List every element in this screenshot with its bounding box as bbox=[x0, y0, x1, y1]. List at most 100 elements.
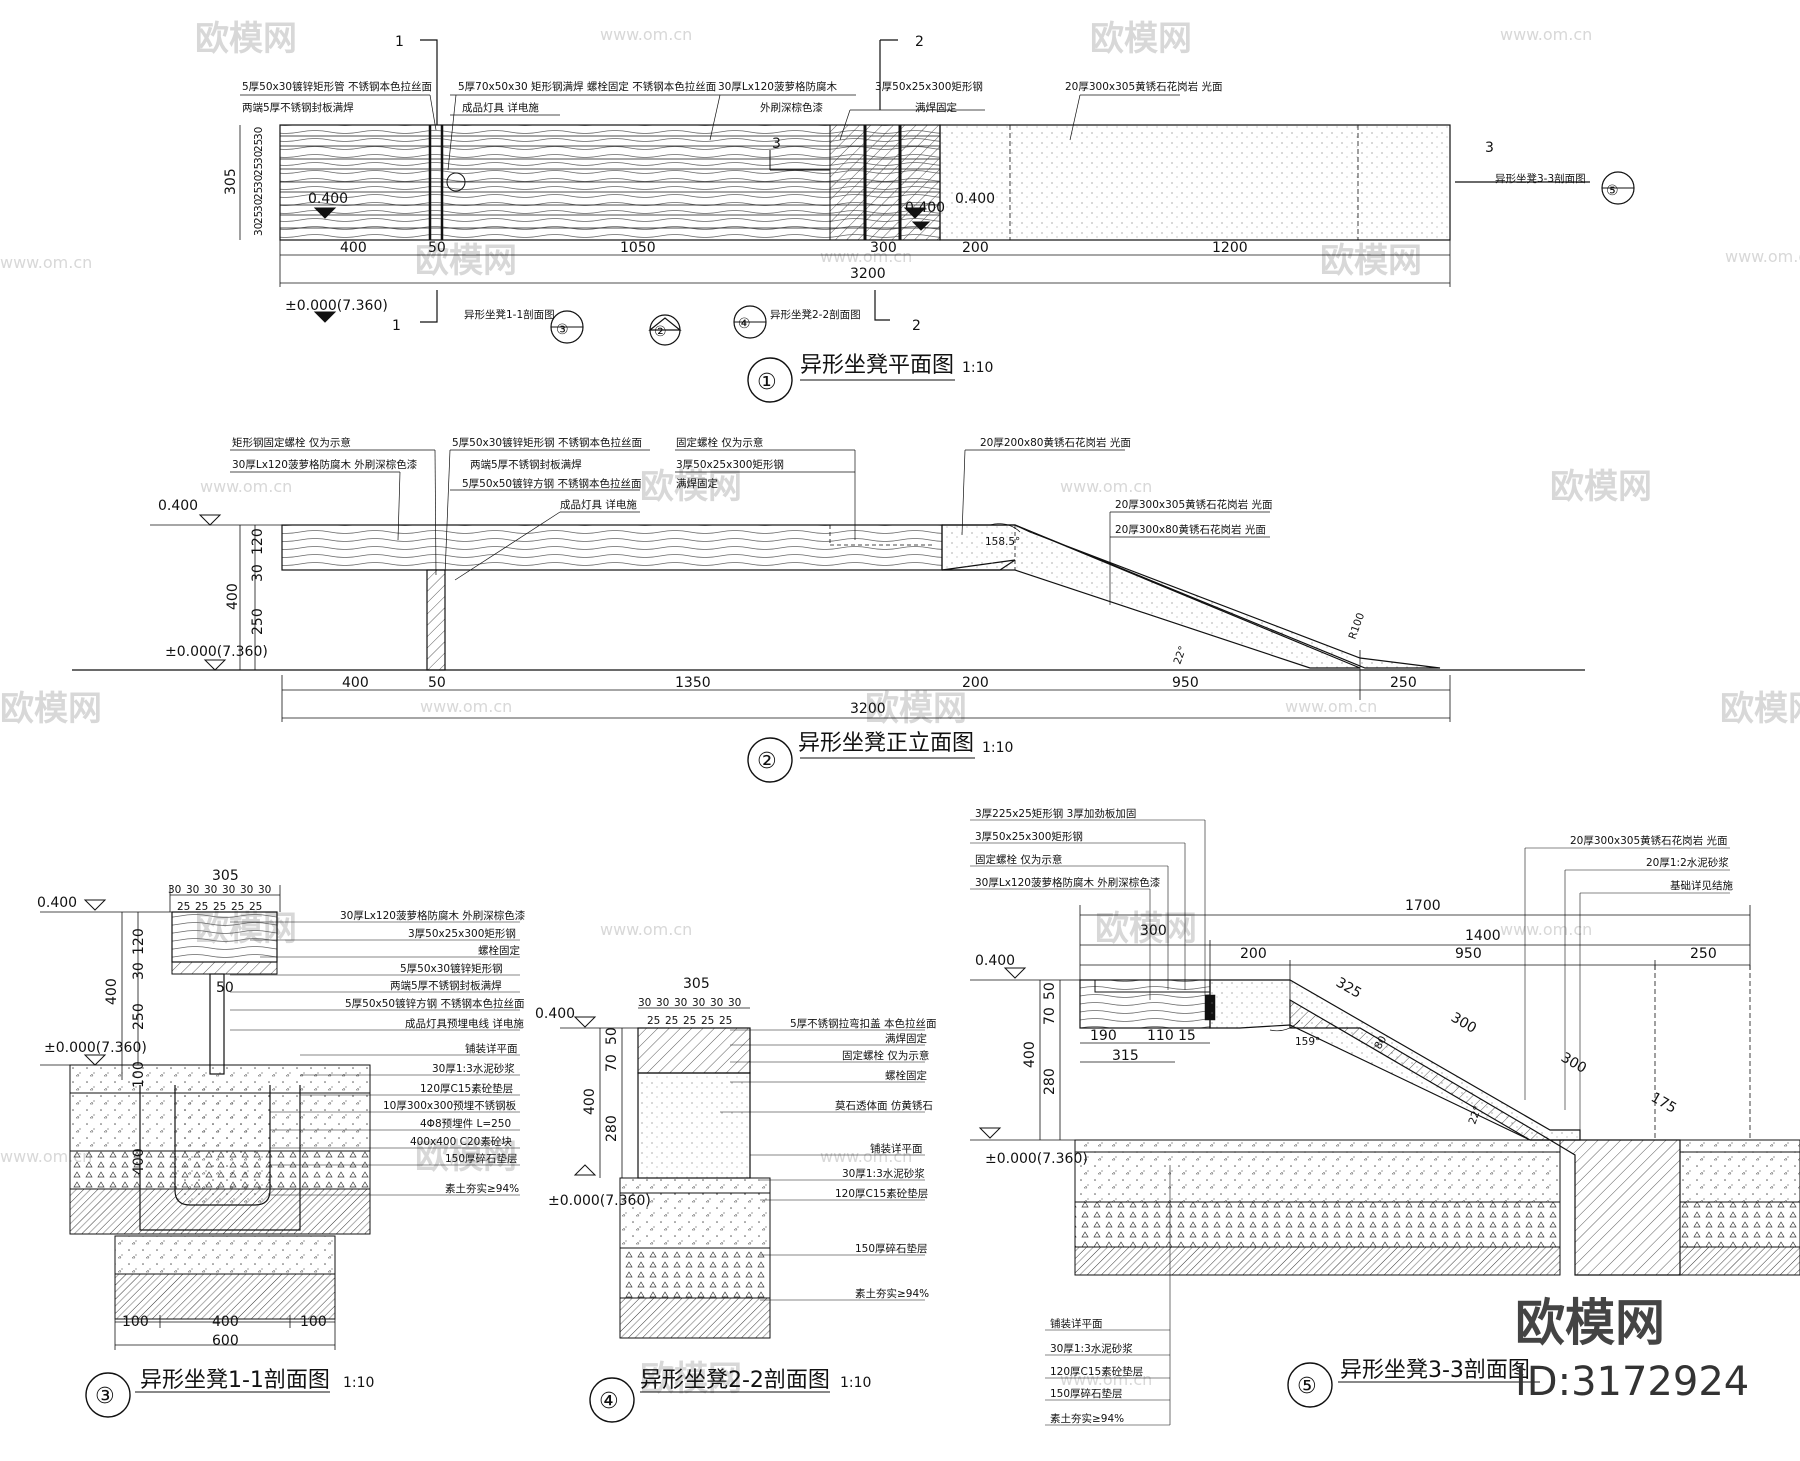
s33-dim-400: 400 bbox=[1022, 1041, 1038, 1068]
plan-dim-300: 300 bbox=[870, 240, 897, 256]
plan-number: ① bbox=[757, 370, 777, 395]
elevation-view bbox=[72, 449, 1585, 783]
s22-col: 30 bbox=[728, 997, 741, 1009]
elev-dim-120: 120 bbox=[250, 528, 266, 555]
plan-ref-section-2: 异形坐凳2-2剖面图 bbox=[770, 308, 861, 321]
brand-watermark-logo: 欧模网 bbox=[1515, 1294, 1665, 1352]
plan-scale: 1:10 bbox=[962, 360, 993, 376]
plan-note-weld: 满焊固定 bbox=[915, 101, 957, 114]
s11-note: 3厚50x25x300矩形钢 bbox=[408, 927, 516, 940]
s11-note: 120厚C15素砼垫层 bbox=[420, 1082, 513, 1095]
section22-number: ④ bbox=[599, 1389, 619, 1414]
s22-note: 固定螺栓 仅为示意 bbox=[842, 1049, 929, 1062]
plan-dim-height: 305 bbox=[223, 168, 239, 195]
elevation-number: ② bbox=[757, 749, 777, 774]
watermark-url: www.om.cn bbox=[0, 253, 92, 272]
s33-notes-left: 3厚225x25矩形钢 3厚加劲板加固 3厚50x25x300矩形钢 固定螺栓 … bbox=[975, 807, 1161, 889]
watermark-brand: 欧模网 bbox=[1095, 909, 1197, 949]
s33-dim-280: 280 bbox=[1042, 1068, 1058, 1095]
section22-view bbox=[560, 1007, 925, 1423]
plan-section-mark-3: 3 bbox=[1485, 140, 1494, 156]
s22-col25: 25 bbox=[719, 1015, 732, 1027]
elev-dim-total: 3200 bbox=[850, 701, 886, 717]
s11-col: 30 bbox=[168, 884, 181, 896]
s11-note: 30厚1:3水泥砂浆 bbox=[432, 1062, 515, 1075]
elev-angle-158: 158.5° bbox=[985, 536, 1020, 548]
watermark-url: www.om.cn bbox=[820, 247, 912, 266]
s22-note: 120厚C15素砼垫层 bbox=[835, 1187, 928, 1200]
s11-dim-b400: 400 bbox=[212, 1314, 239, 1330]
s11-col: 30 bbox=[240, 884, 253, 896]
plan-level-mid: 0.400 bbox=[905, 200, 945, 216]
s22-level-top: 0.400 bbox=[535, 1006, 575, 1022]
plan-dim-200: 200 bbox=[962, 240, 989, 256]
s11-note: 400x400 C20素砼块 bbox=[410, 1135, 512, 1148]
plan-title: 异形坐凳平面图 bbox=[800, 353, 954, 378]
plan-note-end-plate: 两端5厚不锈钢封板满焊 bbox=[242, 101, 354, 114]
s11-col25: 25 bbox=[213, 901, 226, 913]
elev-dim-200: 200 bbox=[962, 675, 989, 691]
section11-labels: 305 30 30 30 30 30 30 25 25 25 25 25 0.4… bbox=[37, 868, 526, 1409]
plan-row-dim: 30 bbox=[253, 127, 265, 140]
s22-col: 30 bbox=[674, 997, 687, 1009]
watermark-url: www.om.cn bbox=[1060, 1370, 1152, 1389]
s11-note: 铺装详平面 bbox=[465, 1042, 518, 1055]
s33-note: 20厚1:2水泥砂浆 bbox=[1646, 856, 1729, 869]
section33-view bbox=[970, 819, 1800, 1426]
s11-dim-b600: 600 bbox=[212, 1333, 239, 1349]
plan-row-dim: 25 bbox=[253, 187, 265, 200]
s33-level-top: 0.400 bbox=[975, 953, 1015, 969]
plan-row-dim: 25 bbox=[253, 211, 265, 224]
plan-section-mark-1-bottom: 1 bbox=[392, 318, 401, 334]
s33-slope-300b: 300 bbox=[1558, 1050, 1589, 1077]
section11-scale: 1:10 bbox=[343, 1375, 374, 1391]
s22-dim-400: 400 bbox=[582, 1088, 598, 1115]
s11-col25: 25 bbox=[231, 901, 244, 913]
plan-dim-1050: 1050 bbox=[620, 240, 656, 256]
watermark-brand: 欧模网 bbox=[0, 689, 102, 729]
plan-dim-400: 400 bbox=[340, 240, 367, 256]
watermark-brand: 欧模网 bbox=[1720, 689, 1800, 729]
s33-note: 150厚碎石垫层 bbox=[1050, 1387, 1123, 1400]
s33-dim-15: 15 bbox=[1178, 1028, 1196, 1044]
elev-level-ground: ±0.000(7.360) bbox=[165, 644, 268, 660]
plan-row-dim: 30 bbox=[253, 151, 265, 164]
s33-dim-250: 250 bbox=[1690, 946, 1717, 962]
model-id: ID:3172924 bbox=[1515, 1359, 1749, 1405]
s11-col25: 25 bbox=[195, 901, 208, 913]
watermark-brand: 欧模网 bbox=[415, 241, 517, 281]
s22-note: 莫石透体面 仿黄锈石 bbox=[835, 1099, 933, 1112]
s11-note: 10厚300x300预埋不锈钢板 bbox=[383, 1099, 517, 1112]
plan-note-lamp: 成品灯具 详电施 bbox=[462, 101, 539, 114]
elev-note-rect-steel: 3厚50x25x300矩形钢 bbox=[676, 458, 784, 471]
section33-title: 异形坐凳3-3剖面图 bbox=[1340, 1358, 1530, 1383]
plan-row-dim: 30 bbox=[253, 223, 265, 236]
section33-number: ⑤ bbox=[1297, 1374, 1317, 1399]
s33-dim-1400: 1400 bbox=[1465, 928, 1501, 944]
s33-notes-right: 20厚300x305黄锈石花岗岩 光面 20厚1:2水泥砂浆 基础详见结施 bbox=[1570, 834, 1733, 892]
plan-row-dims: 30 25 30 25 30 25 30 25 30 bbox=[253, 127, 265, 236]
elev-dim-250: 250 bbox=[250, 608, 266, 635]
s22-notes: 5厚不锈钢拉弯扣盖 本色拉丝面 满焊固定 固定螺栓 仅为示意 螺栓固定 莫石透体… bbox=[790, 1017, 937, 1300]
plan-row-dim: 30 bbox=[253, 199, 265, 212]
elevation-labels: 矩形钢固定螺栓 仅为示意 30厚Lx120菠萝格防腐木 外刷深棕色漆 5厚50x… bbox=[158, 436, 1417, 774]
watermark-brand: 欧模网 bbox=[1320, 241, 1422, 281]
s22-col25: 25 bbox=[665, 1015, 678, 1027]
s33-dim-70: 70 bbox=[1042, 1007, 1058, 1025]
s22-col25: 25 bbox=[647, 1015, 660, 1027]
s11-note: 150厚碎石垫层 bbox=[445, 1152, 518, 1165]
s11-note: 5厚50x30镀锌矩形钢 bbox=[400, 962, 503, 975]
s11-level-top: 0.400 bbox=[37, 895, 77, 911]
section11-number: ③ bbox=[95, 1384, 115, 1409]
elev-level-top: 0.400 bbox=[158, 498, 198, 514]
s11-col: 30 bbox=[222, 884, 235, 896]
elev-note-fix-bolt: 固定螺栓 仅为示意 bbox=[676, 436, 763, 449]
elev-note-granite-305: 20厚300x305黄锈石花岗岩 光面 bbox=[1115, 498, 1273, 511]
s33-dim-315: 315 bbox=[1112, 1048, 1139, 1064]
s33-note: 基础详见结施 bbox=[1670, 879, 1733, 892]
s33-slope-325: 325 bbox=[1333, 975, 1364, 1002]
s22-note: 满焊固定 bbox=[885, 1032, 927, 1045]
plan-ref-circle-5: ⑤ bbox=[1606, 183, 1619, 199]
watermark-url: www.om.cn bbox=[1500, 25, 1592, 44]
s33-slope-175: 175 bbox=[1648, 1090, 1679, 1117]
